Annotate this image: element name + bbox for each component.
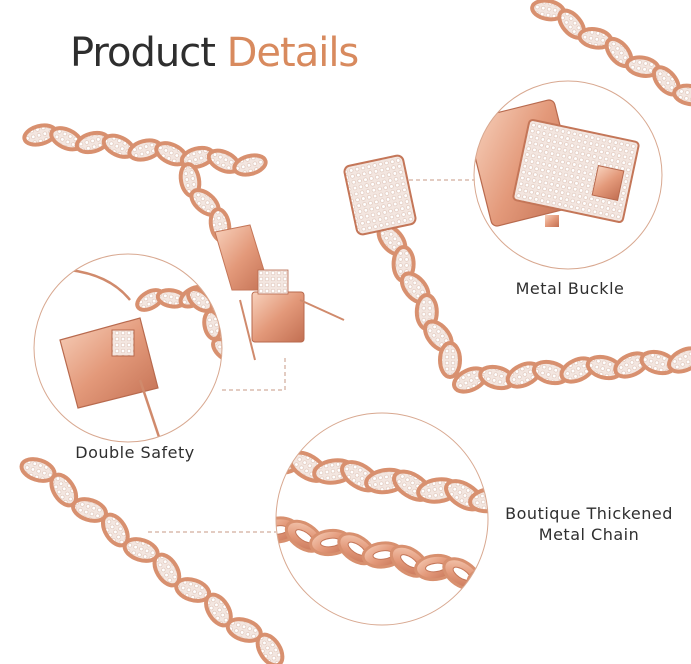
closed-buckle	[343, 154, 417, 236]
chain-top-right	[530, 0, 691, 107]
chain-link	[438, 341, 462, 379]
chain-bottom-left	[19, 457, 285, 664]
chain-link	[667, 346, 691, 374]
safety-detail-circle	[33, 253, 223, 443]
leader-lines	[148, 179, 475, 533]
page-title: Product Details	[70, 30, 360, 76]
callout-chain-line-1: Boutique Thickened	[505, 504, 673, 523]
buckle-detail-circle	[473, 80, 663, 270]
chain-right	[376, 223, 691, 394]
chain-link	[211, 337, 222, 363]
chain-link	[468, 486, 488, 514]
callout-metal-buckle: Metal Buckle	[515, 279, 625, 298]
title-word-product: Product	[70, 30, 216, 76]
callout-double-safety: Double Safety	[75, 443, 195, 462]
chain-detail-circle	[275, 412, 489, 626]
chain-link	[672, 83, 691, 107]
chain-link-hole	[477, 575, 488, 585]
center-clasp	[214, 224, 345, 361]
callout-chain-line-2: Metal Chain	[538, 525, 640, 544]
chain-link	[255, 632, 285, 664]
chain-link	[232, 153, 268, 177]
title-word-details: Details	[226, 30, 360, 76]
callout-thickened-chain: Boutique Thickened Metal Chain	[496, 503, 682, 545]
